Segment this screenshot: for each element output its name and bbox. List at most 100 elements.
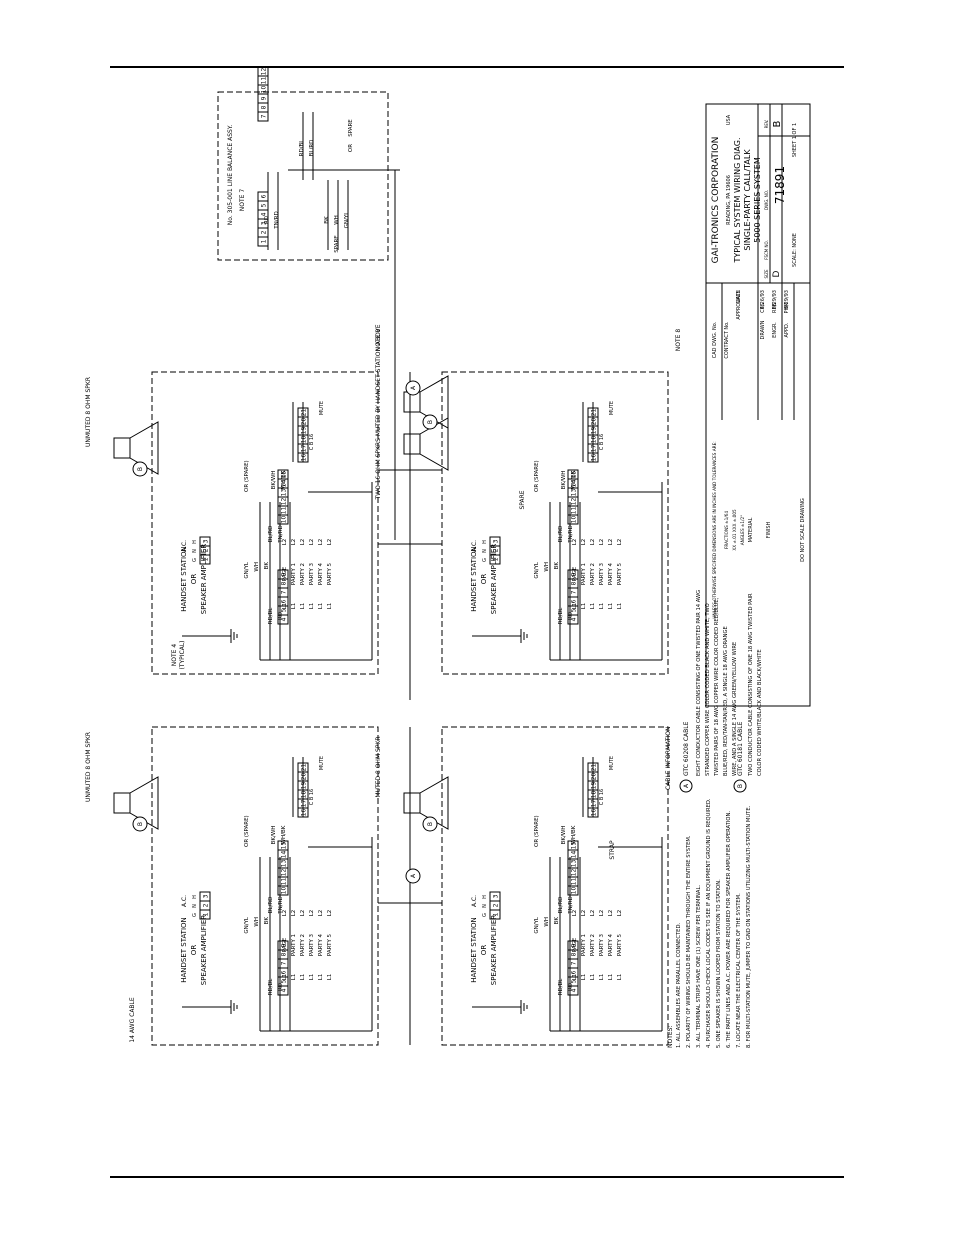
appd-label: APPD.: [784, 322, 790, 337]
station-title-or: OR: [190, 574, 198, 585]
balance-or: OR: [348, 144, 354, 152]
speaker-icon: [403, 417, 449, 471]
l2-label: L2: [581, 539, 587, 546]
l1-label: L1: [327, 974, 333, 981]
terminal-number: 5: [281, 979, 288, 983]
party-label: PARTY 3: [309, 933, 315, 956]
terminal-number: 15: [281, 471, 288, 479]
terminal-cell: [567, 940, 579, 951]
terminal-number: 12: [281, 869, 288, 877]
terminal-number: 21: [301, 764, 308, 772]
cb16-label: C B 16: [309, 434, 315, 450]
l2-label: L2: [291, 539, 297, 546]
ac-letter: N: [482, 904, 488, 908]
terminal-number: 4: [281, 988, 288, 992]
terminal-number: 20: [591, 418, 598, 426]
wire-label-rdbl: RD/BL: [268, 607, 274, 625]
station-title: HANDSET STATION: [180, 917, 188, 983]
l2-label: L2: [327, 910, 333, 917]
note8-label-1: NOTE 8: [375, 329, 382, 352]
decimals-note: XX ±.01 XXX ±.005: [732, 509, 737, 551]
wire-label-gnyl: GN/YL: [244, 561, 250, 579]
party-label: PAGE: [572, 566, 578, 581]
wire-label-rd: RD: [568, 612, 574, 620]
terminal-cell: [489, 536, 501, 547]
l2-label: L2: [581, 910, 587, 917]
party-label: PARTY 4: [318, 933, 324, 956]
marker-circle: [405, 380, 421, 396]
l1-label: L1: [617, 603, 623, 610]
l1-label: L1: [300, 974, 306, 981]
party-label: PARTY 4: [318, 562, 324, 585]
engr-by: RPB: [772, 302, 778, 312]
wire-label-whbk: WH/BK: [281, 825, 287, 844]
terminal-number: 21: [591, 409, 598, 417]
spare-label: SPARE: [519, 490, 526, 509]
speaker-magnet: [403, 433, 421, 455]
marker-letter: A: [410, 385, 417, 390]
l2-label: L2: [599, 910, 605, 917]
station-title: HANDSET STATION: [180, 546, 188, 612]
terminal-number: 9: [571, 943, 578, 947]
l2-label: L2: [318, 539, 324, 546]
speaker-icon: [113, 776, 159, 830]
speaker-label: UNMUTED 8 OHM SPKR: [85, 377, 92, 447]
terminal-cell: [277, 569, 289, 580]
do-not-scale-label: DO NOT SCALE DRAWING: [800, 498, 806, 562]
cable-a-desc: BLUE/RED, RED/TAN-TAN/RED, A SINGLE 18 A…: [723, 626, 729, 776]
terminal-number: 2: [203, 903, 210, 907]
note8-label-2: NOTE 8: [675, 329, 682, 352]
line-balance-assy: No. 305-001 LINE BALANCE ASSY.NOTE 71234…: [217, 66, 389, 261]
wire-label-whbk: WH/BK: [571, 825, 577, 844]
wiring-layer: [288, 169, 442, 1045]
company-location: READING, PA 19606: [726, 175, 732, 225]
drawing-title-2: SINGLE-PARTY CALL/TALK: [743, 149, 752, 251]
wire-label-tnrd: TN/RD: [278, 896, 284, 914]
terminal-number: 15: [571, 842, 578, 850]
l1-label: L1: [572, 603, 578, 610]
l2-label: L2: [590, 539, 596, 546]
cable-info-marker-a: A: [679, 779, 693, 793]
l2-label: L2: [327, 539, 333, 546]
terminal-number: 1: [261, 239, 268, 243]
cable-info-heading: CABLE INFORMATION: [665, 726, 672, 790]
l2-label: L2: [572, 910, 578, 917]
terminal-number: 10: [281, 887, 288, 895]
wire-label-gnyl: GN/YL: [534, 561, 540, 579]
terminal-number: 16: [591, 809, 598, 817]
terminal-number: 15: [571, 471, 578, 479]
l2-label: L2: [608, 910, 614, 917]
marker-letter: B: [427, 822, 434, 826]
terminal-number: 5: [571, 608, 578, 612]
terminal-number: 7: [571, 590, 578, 594]
wire-label-orspare: OR (SPARE): [534, 815, 540, 847]
ac-letter: H: [482, 895, 488, 899]
l1-label: L1: [291, 603, 297, 610]
party-label: PARTY 2: [590, 563, 596, 585]
drawing-title-3: 5000 SERIES SYSTEM: [753, 157, 762, 243]
wire-label-gnyl: GN/YL: [534, 916, 540, 934]
ac-letter: G: [192, 558, 198, 562]
terminal-number: 4: [261, 212, 268, 216]
station-title-amp: SPEAKER AMPLIFIER: [490, 544, 498, 615]
note-item: 1. ALL ASSEMBLIES ARE PARALLEL CONNECTED…: [676, 923, 682, 1048]
wire-label-rd: RD: [568, 983, 574, 991]
terminal-number: 18: [591, 791, 598, 799]
wire-label-orspare: OR (SPARE): [244, 815, 250, 847]
terminal-number: 17: [301, 445, 308, 453]
station-title: HANDSET STATION: [470, 546, 478, 612]
terminal-number: 1: [203, 912, 210, 916]
terminal-number: 11: [571, 878, 578, 886]
size-label: SIZE: [764, 269, 769, 278]
marker-letter: B: [137, 467, 144, 471]
terminal-number: 10: [571, 887, 578, 895]
terminal-number: 8: [571, 952, 578, 956]
wire-label-orspare: OR (SPARE): [244, 460, 250, 492]
wire-label-tnrd: TN/RD: [278, 525, 284, 543]
terminal-number: 6: [571, 970, 578, 974]
terminal-cell: [567, 469, 579, 480]
